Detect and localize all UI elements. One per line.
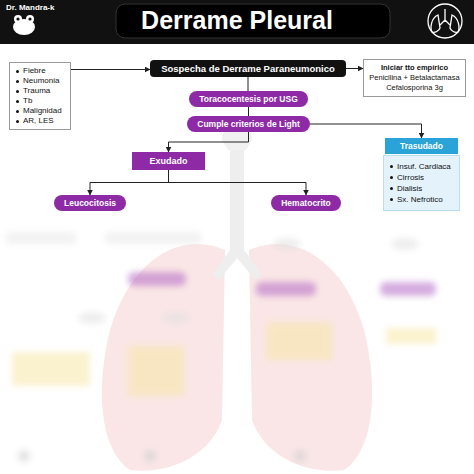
node-text: Tb bbox=[15, 96, 64, 106]
result-box: Exudado bbox=[132, 152, 205, 170]
node-text: Trauma bbox=[15, 86, 64, 96]
connector bbox=[90, 170, 169, 195]
node-text: Exudado bbox=[148, 156, 189, 166]
treatment-box: Iniciar tto empíricoPenicilina + Betalac… bbox=[363, 59, 466, 97]
process-box: Toracocentesis por USG bbox=[189, 91, 308, 107]
connector bbox=[71, 69, 150, 70]
node-text: Fiebre bbox=[15, 66, 64, 76]
connector bbox=[346, 68, 363, 69]
connector bbox=[169, 170, 307, 195]
node-text: Hematocrito bbox=[280, 198, 332, 208]
connector bbox=[169, 132, 249, 152]
lungs-icon bbox=[428, 4, 462, 38]
node-text: Insuf. Cardiaca bbox=[389, 161, 453, 172]
node-text: Sx. Nefrotico bbox=[389, 194, 453, 205]
decision-box: Cumple criterios de Light bbox=[187, 116, 310, 132]
node-text: Toracocentesis por USG bbox=[198, 94, 299, 104]
frog-mascot bbox=[13, 15, 35, 35]
risk-factor-list: FiebreNeumoniaTraumaTbMalignidadAR, LES bbox=[9, 62, 71, 130]
blurred-content bbox=[6, 232, 436, 462]
node-text: Malignidad bbox=[15, 106, 64, 116]
node-text: Iniciar tto empírico bbox=[368, 63, 461, 73]
node-text: Penicilina + Betalactamasa bbox=[368, 73, 461, 83]
diagram-title: Derrame Pleural bbox=[0, 4, 474, 36]
node-text: Leucocitosis bbox=[63, 198, 117, 208]
connector bbox=[248, 107, 249, 116]
node-text: Sospecha de Derrame Paraneumonico bbox=[160, 63, 336, 74]
faded-lungs bbox=[102, 125, 372, 471]
connector bbox=[248, 77, 249, 91]
process-box: Leucocitosis bbox=[54, 195, 126, 211]
node-text: Dialisis bbox=[389, 183, 453, 194]
node-text: Cefalosporina 3g bbox=[368, 83, 461, 93]
node-text: Cumple criterios de Light bbox=[196, 119, 301, 129]
node-text: AR, LES bbox=[15, 116, 64, 126]
result-box: Trasudado bbox=[385, 138, 458, 154]
start-box: Sospecha de Derrame Paraneumonico bbox=[150, 60, 346, 77]
node-text: Neumonia bbox=[15, 76, 64, 86]
header-bar bbox=[0, 0, 474, 44]
process-box: Hematocrito bbox=[271, 195, 341, 211]
connector bbox=[310, 124, 422, 138]
node-text: Cirrosis bbox=[389, 172, 453, 183]
author-label: Dr. Mandra-k bbox=[6, 3, 54, 12]
node-text: Trasudado bbox=[399, 141, 444, 151]
cause-list: Insuf. CardiacaCirrosisDialisisSx. Nefro… bbox=[383, 155, 460, 211]
